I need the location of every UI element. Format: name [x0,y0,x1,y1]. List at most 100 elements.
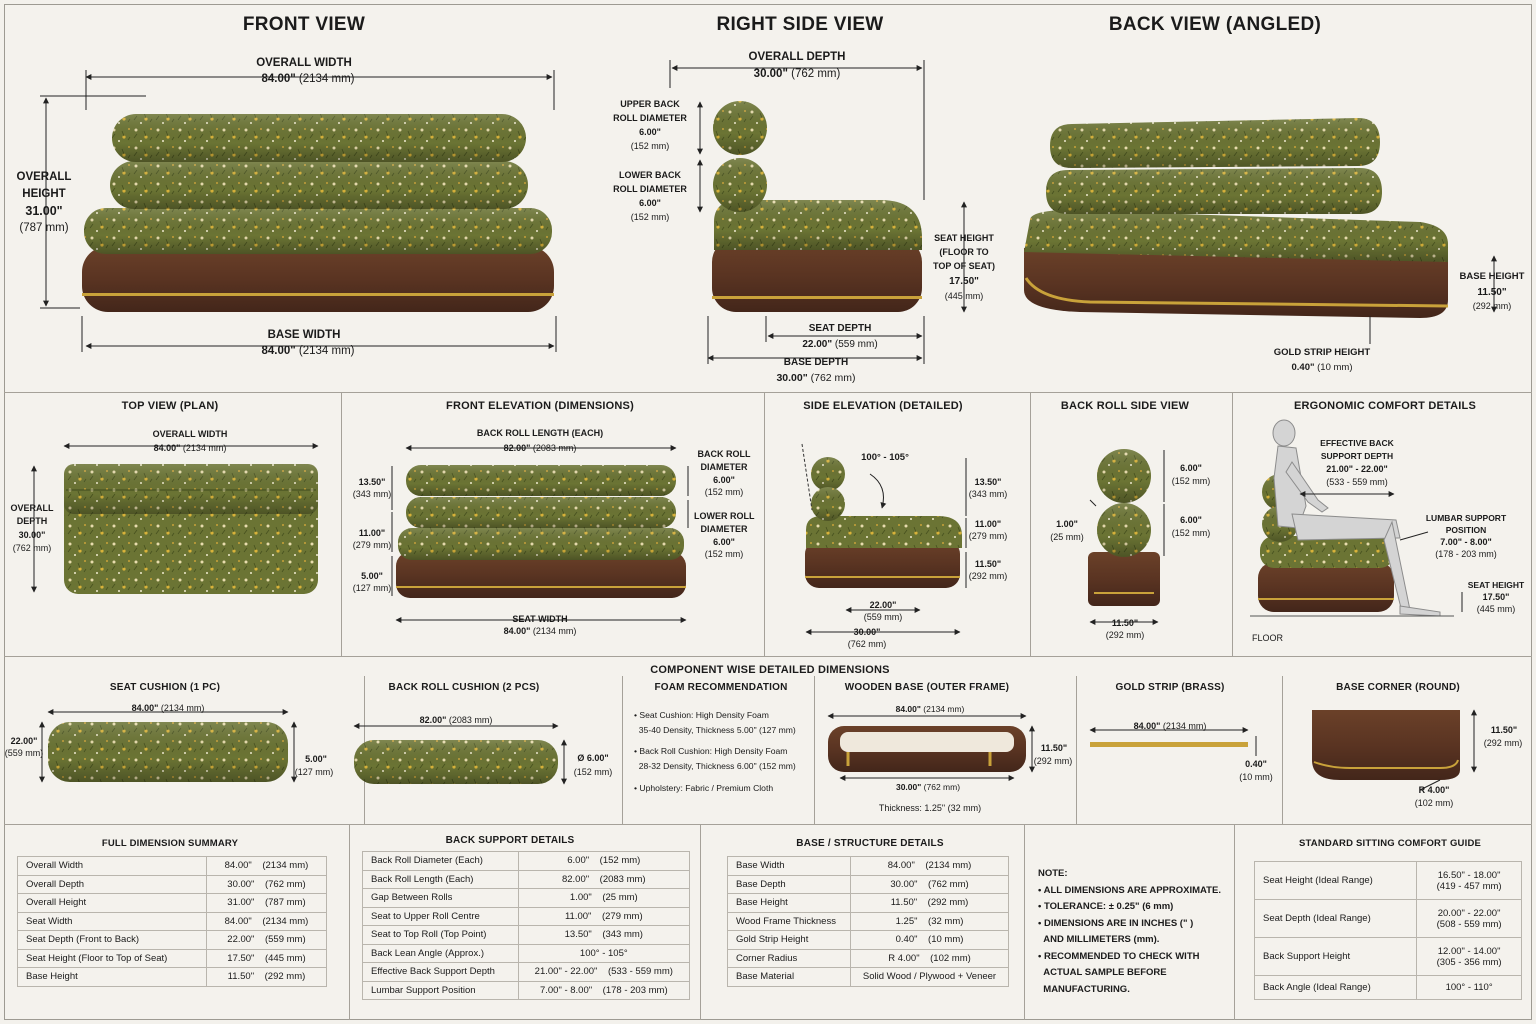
label-elev-low-roll-2: DIAMETER [700,524,748,534]
value-lumbar: 7.00" - 8.00" [1440,537,1492,547]
divider [1234,824,1235,1020]
value-lower-roll-mm: (152 mm) [630,212,670,222]
table-cell-value: 1.00" (25 mm) [517,888,691,908]
value-base-height-mm: (292 mm) [1472,301,1512,311]
table-row: Back Roll Diameter (Each)6.00" (152 mm) [362,851,691,871]
value-seat-depth: 22.00" (559 mm) [802,339,878,350]
label-upper-roll-2: ROLL DIAMETER [613,113,687,123]
table-cell-label: Seat Width [17,911,207,931]
value-ergo-seat-height-mm: (445 mm) [1476,604,1516,614]
title-side-elevation: SIDE ELEVATION (DETAILED) [803,400,963,412]
title-wooden-base: WOODEN BASE (OUTER FRAME) [844,682,1010,693]
table-cell-value: 20.00" - 22.00"(508 - 559 mm) [1416,899,1522,938]
label-lumbar-2: POSITION [1445,525,1487,535]
divider [4,656,1532,657]
table-cell-label: Seat Height (Floor to Top of Seat) [17,948,207,968]
value-gs-height: 0.40" [1245,759,1267,769]
divider [622,676,623,824]
value-top-depth-mm: (762 mm) [12,543,52,553]
table-cell-label: Back Lean Angle (Approx.) [362,943,519,963]
label-top-depth: OVERALL [10,503,54,513]
value-elev-d3: 5.00" [361,571,383,581]
table-back-support: Back Roll Diameter (Each)6.00" (152 mm)B… [362,851,691,1000]
table-cell-label: Back Support Height [1253,937,1418,976]
divider [349,824,350,1020]
table-cell-value: 84.00" (2134 mm) [850,856,1009,876]
table-cell-value: 100° - 105° [517,943,691,963]
table-cell-label: Overall Depth [17,874,207,894]
label-gold-strip-height: GOLD STRIP HEIGHT [1273,347,1371,358]
value-eff-support: 21.00" - 22.00" [1326,464,1388,474]
label-eff-support: EFFECTIVE BACK [1320,438,1394,448]
label-roll-length: BACK ROLL LENGTH (EACH) [476,428,604,438]
value-elev-d3-mm: (127 mm) [352,583,392,593]
table-cell-value: 12.00" - 14.00"(305 - 356 mm) [1416,937,1522,976]
table-cell-value: 11.50" (292 mm) [205,967,328,987]
value-overall-height-mm: (787 mm) [19,222,69,234]
value-gold-strip-height: 0.40" (10 mm) [1291,362,1353,373]
table-cell-value: 11.00" (279 mm) [517,906,691,926]
table-cell-label: Wood Frame Thickness [726,911,852,931]
label-ergo-seat-height: SEAT HEIGHT [1467,580,1525,590]
title-front-elevation: FRONT ELEVATION (DIMENSIONS) [446,400,634,412]
table-row: Seat Depth (Ideal Range)20.00" - 22.00"(… [1253,899,1522,938]
label-top-width: OVERALL WIDTH [152,429,228,439]
title-base-corner: BASE CORNER (ROUND) [1336,682,1460,693]
table-sitting-guide: Seat Height (Ideal Range)16.50" - 18.00"… [1253,861,1522,1000]
table-cell-value: 31.00" (787 mm) [205,893,328,913]
title-component-header: COMPONENT WISE DETAILED DIMENSIONS [650,664,890,676]
divider [814,676,815,824]
table-cell-value: Solid Wood / Plywood + Veneer [850,967,1009,987]
table-cell-label: Seat to Upper Roll Centre [362,906,519,926]
value-gs-width: 84.00" (2134 mm) [1133,721,1207,731]
table-cell-label: Seat Depth (Ideal Range) [1253,899,1418,938]
table-cell-value: 100° - 110° [1416,975,1522,1000]
table-cell-label: Corner Radius [726,948,852,968]
value-base-depth: 30.00" (762 mm) [776,372,856,384]
label-lumbar: LUMBAR SUPPORT [1425,513,1507,523]
divider [4,824,1532,825]
value-comp-seat-depth-mm: (559 mm) [4,748,44,758]
title-ergonomic: ERGONOMIC COMFORT DETAILS [1293,400,1476,412]
notes-title: NOTE: [1038,868,1068,879]
table-cell-value: 11.50" (292 mm) [850,893,1009,913]
table-cell-value: 1.25" (32 mm) [850,911,1009,931]
note-item: • ALL DIMENSIONS ARE APPROXIMATE. [1038,884,1221,896]
note-item: AND MILLIMETERS (mm). [1038,934,1160,945]
value-wb-depth: 30.00" (762 mm) [895,782,961,792]
value-bc-height-mm: (292 mm) [1483,738,1523,748]
value-seat-height: 17.50" [949,276,979,287]
table-row: Back Roll Length (Each)82.00" (2083 mm) [362,869,691,889]
label-elev-roll-d: BACK ROLL [697,449,751,459]
divider [1076,676,1077,824]
value-sd-a: 13.50" [974,477,1002,487]
table-cell-value: 84.00" (2134 mm) [205,856,328,876]
value-gs-height-mm: (10 mm) [1239,772,1273,782]
label-floor: FLOOR [1252,633,1284,643]
value-comp-seat-width: 84.00" (2134 mm) [131,703,205,713]
value-rs-gap-mm: (25 mm) [1050,532,1084,542]
notes-block: NOTE: • ALL DIMENSIONS ARE APPROXIMATE.•… [1038,866,1228,998]
value-eff-support-mm: (533 - 559 mm) [1326,477,1388,487]
value-upper-roll-mm: (152 mm) [630,141,670,151]
table-cell-value: R 4.00" (102 mm) [850,948,1009,968]
value-rs-width: 11.50" [1111,618,1139,628]
table-cell-value: 22.00" (559 mm) [205,930,328,950]
label-upper-roll: UPPER BACK [620,99,680,109]
table-cell-label: Gold Strip Height [726,930,852,950]
label-overall-height-2: HEIGHT [22,188,66,200]
divider [1232,392,1233,656]
value-sd-d-mm: (559 mm) [863,612,903,622]
value-wb-height-mm: (292 mm) [1033,756,1073,766]
label-elev-roll-d-2: DIAMETER [700,462,748,472]
divider [1030,392,1031,656]
